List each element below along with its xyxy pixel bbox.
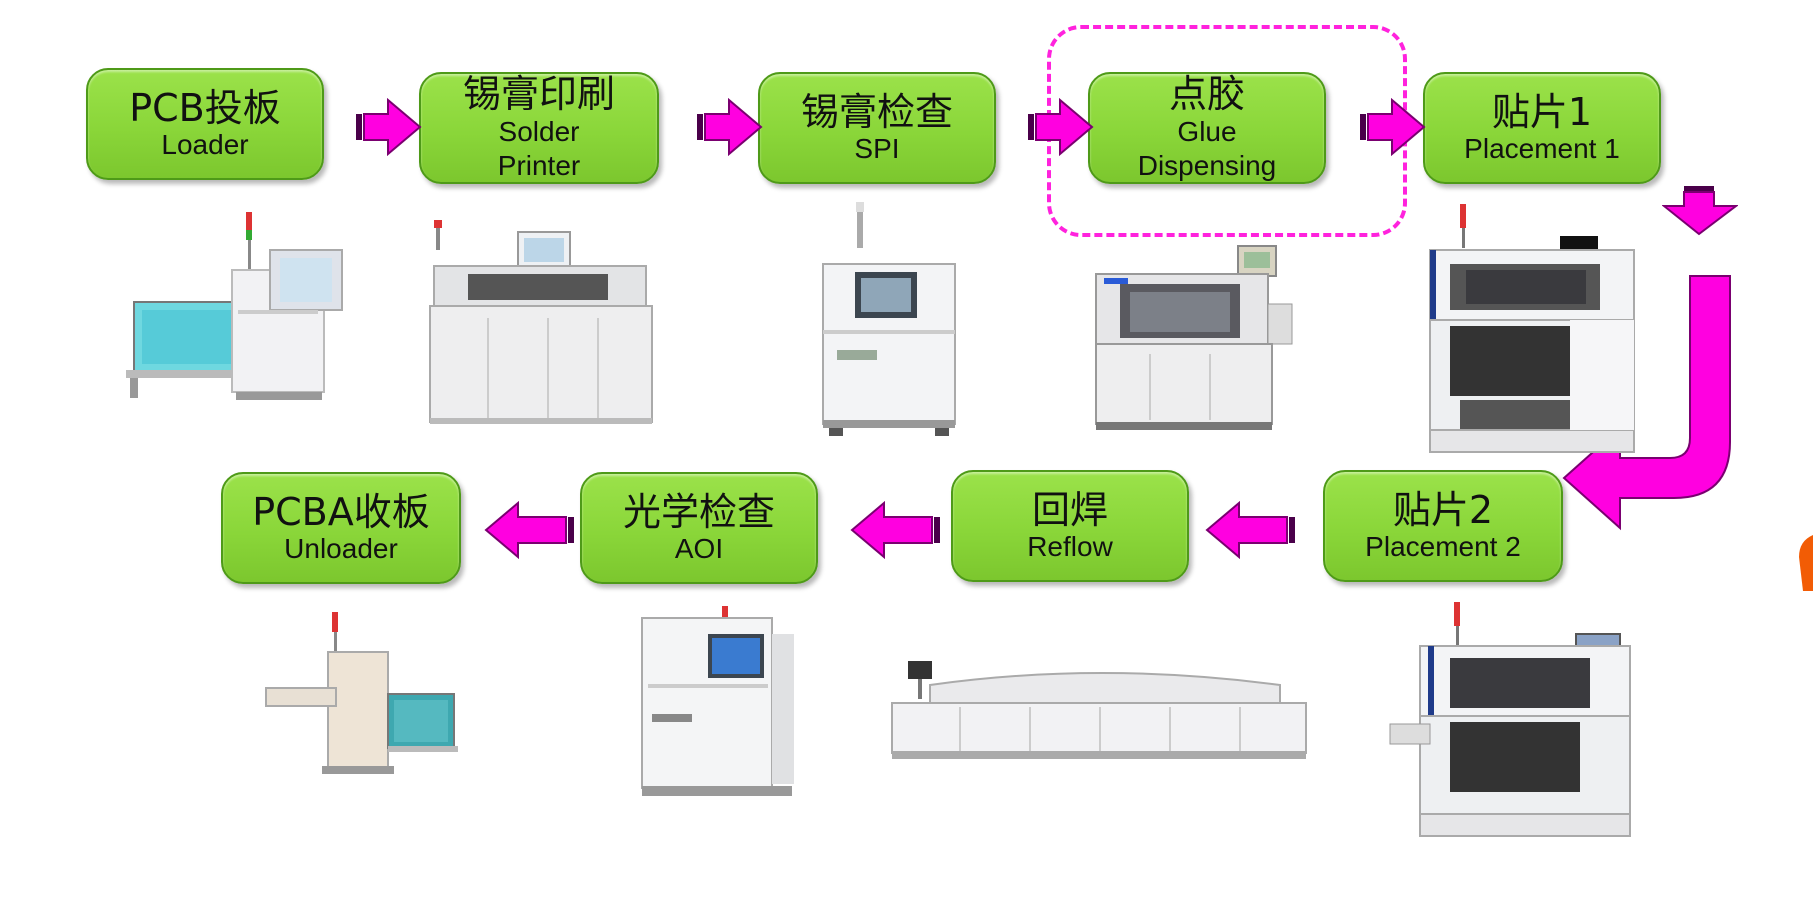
step-solder-printer-zh: 锡膏印刷 [462, 72, 615, 116]
arrow-right-icon [1028, 98, 1094, 156]
arrow-left-icon [1205, 501, 1295, 559]
arrow-down-icon [1662, 186, 1738, 236]
step-placement-1-en: Placement 1 [1464, 133, 1620, 164]
step-glue-dispensing-en: Glue Dispensing [1137, 116, 1277, 181]
curved-arrow-icon [1562, 275, 1731, 531]
placement-machine-1-icon [1429, 204, 1635, 453]
step-placement-1-zh: 贴片1 [1491, 90, 1593, 134]
step-aoi-zh: 光学检查 [622, 490, 775, 534]
step-aoi-en: AOI [674, 533, 724, 564]
step-solder-printer-en: Solder Printer [497, 116, 581, 181]
solder-printer-machine-icon [429, 220, 653, 424]
step-loader-zh: PCB投板 [129, 86, 281, 130]
step-glue-dispensing-zh: 点胶 [1168, 72, 1245, 116]
step-unloader-en: Unloader [284, 533, 398, 564]
aoi-machine-icon [641, 606, 794, 796]
spi-machine-icon [822, 202, 956, 436]
step-loader: PCB投板 Loader [86, 68, 324, 180]
unloader-machine-icon [265, 612, 458, 774]
arrow-right-icon [356, 98, 422, 156]
reflow-oven-icon [891, 661, 1307, 759]
step-unloader: PCBA收板 Unloader [221, 472, 461, 584]
placement-machine-2-icon [1389, 602, 1631, 837]
step-spi-en: SPI [854, 133, 900, 164]
step-aoi: 光学检查 AOI [580, 472, 818, 584]
arrow-right-icon [1360, 98, 1426, 156]
step-placement-2-en: Placement 2 [1365, 531, 1521, 562]
orange-shape-icon [1799, 535, 1813, 591]
step-spi-zh: 锡膏检查 [800, 90, 953, 134]
step-reflow: 回焊 Reflow [951, 470, 1189, 582]
step-reflow-en: Reflow [1027, 531, 1113, 562]
step-placement-2: 贴片2 Placement 2 [1323, 470, 1563, 582]
step-glue-dispensing: 点胶 Glue Dispensing [1088, 72, 1326, 184]
glue-dispenser-machine-icon [1095, 245, 1293, 430]
step-reflow-zh: 回焊 [1031, 488, 1108, 532]
arrow-right-icon [697, 98, 763, 156]
step-loader-en: Loader [161, 129, 249, 160]
arrow-left-icon [484, 501, 574, 559]
step-solder-printer: 锡膏印刷 Solder Printer [419, 72, 659, 184]
step-placement-1: 贴片1 Placement 1 [1423, 72, 1661, 184]
loader-machine-icon [126, 212, 343, 400]
step-spi: 锡膏检查 SPI [758, 72, 996, 184]
step-placement-2-zh: 贴片2 [1392, 488, 1494, 532]
arrow-left-icon [850, 501, 940, 559]
step-unloader-zh: PCBA收板 [252, 490, 430, 534]
